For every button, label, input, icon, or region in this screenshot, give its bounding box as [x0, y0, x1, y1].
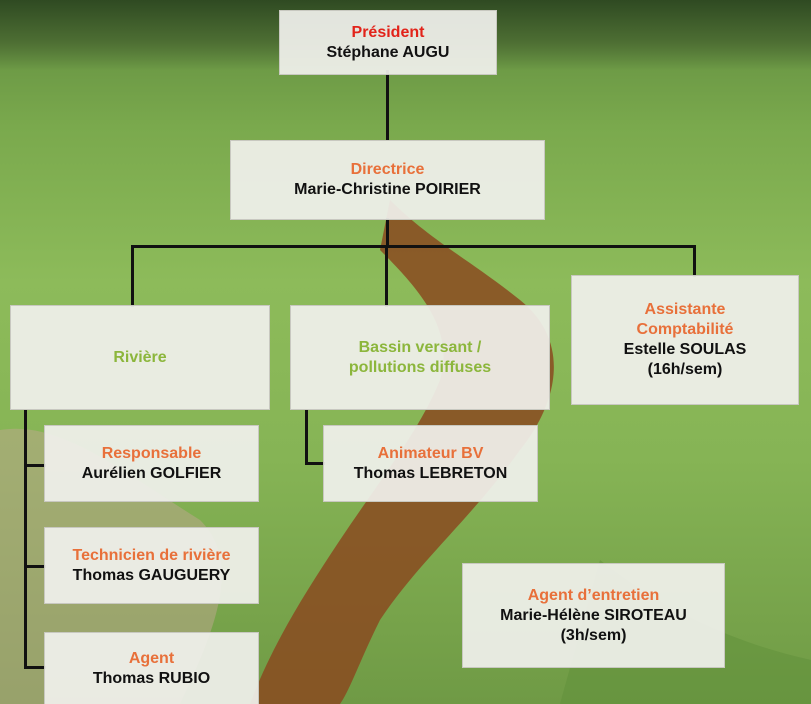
bassin-label-line2: pollutions diffuses: [348, 358, 492, 376]
animateur-box: Animateur BV Thomas LEBRETON: [323, 425, 538, 502]
connector-agent: [24, 666, 46, 669]
connector-assistante: [693, 245, 696, 277]
riviere-label: Rivière: [113, 348, 167, 366]
technicien-box: Technicien de rivière Thomas GAUGUERY: [44, 527, 259, 604]
assistante-role-line1: Assistante: [644, 301, 726, 318]
agent-entretien-name: Marie-Hélène SIROTEAU: [500, 606, 687, 624]
connector-technicien: [24, 565, 46, 568]
agent-entretien-box: Agent d’entretien Marie-Hélène SIROTEAU …: [462, 563, 725, 668]
president-role: Président: [351, 23, 425, 41]
connector-animateur: [305, 462, 325, 465]
president-box: Président Stéphane AUGU: [279, 10, 497, 75]
agent-entretien-role: Agent d’entretien: [527, 586, 660, 604]
agent-entretien-note: (3h/sem): [560, 626, 627, 644]
connector-responsable: [24, 464, 46, 467]
riviere-box: Rivière: [10, 305, 270, 410]
connector-bassin-vertical: [305, 410, 308, 465]
directrice-name: Marie-Christine POIRIER: [294, 181, 481, 198]
bassin-box: Bassin versant / pollutions diffuses: [290, 305, 550, 410]
agent-box: Agent Thomas RUBIO: [44, 632, 259, 704]
connector-riviere-vertical: [24, 410, 27, 668]
assistante-name: Estelle SOULAS: [623, 341, 747, 358]
connector-bassin: [385, 245, 388, 307]
technicien-name: Thomas GAUGUERY: [72, 566, 231, 584]
directrice-box: Directrice Marie-Christine POIRIER: [230, 140, 545, 220]
directrice-role: Directrice: [350, 161, 425, 178]
assistante-role-line2: Comptabilité: [636, 321, 734, 338]
assistante-note: (16h/sem): [647, 361, 723, 378]
responsable-box: Responsable Aurélien GOLFIER: [44, 425, 259, 502]
animateur-name: Thomas LEBRETON: [353, 464, 508, 482]
animateur-role: Animateur BV: [377, 444, 484, 462]
assistante-box: Assistante Comptabilité Estelle SOULAS (…: [571, 275, 799, 405]
agent-name: Thomas RUBIO: [92, 669, 211, 687]
connector-president-directrice: [386, 70, 389, 140]
connector-riviere: [131, 245, 134, 307]
connector-horizontal-main: [131, 245, 696, 248]
technicien-role: Technicien de rivière: [72, 546, 231, 564]
bassin-label-line1: Bassin versant /: [358, 338, 482, 356]
agent-role: Agent: [128, 649, 175, 667]
president-name: Stéphane AUGU: [326, 43, 450, 61]
responsable-name: Aurélien GOLFIER: [81, 464, 222, 482]
connector-directrice-branch: [386, 218, 389, 248]
responsable-role: Responsable: [101, 444, 202, 462]
